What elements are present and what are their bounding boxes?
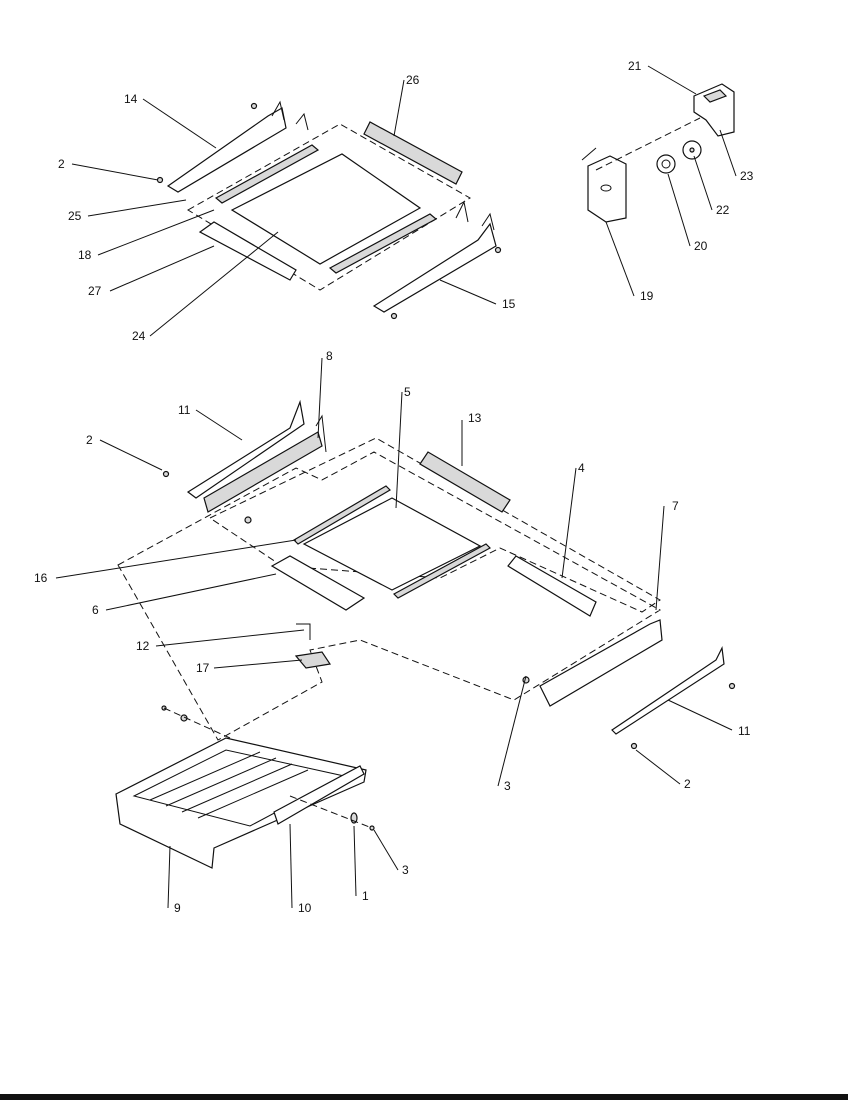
glass-shelf-5	[302, 497, 482, 591]
label-5: 5	[404, 385, 411, 399]
inner-shelf-outline	[208, 437, 661, 613]
label-11-right: 11	[738, 724, 751, 738]
label-6: 6	[92, 603, 99, 617]
trim-strip-18	[214, 144, 320, 204]
rail-7	[539, 619, 663, 707]
trim-strip-16	[293, 485, 391, 545]
label-25: 25	[68, 209, 82, 223]
label-19: 19	[640, 289, 654, 303]
label-7: 7	[672, 499, 679, 513]
label-10: 10	[298, 901, 312, 915]
screw-2	[156, 176, 164, 184]
label-11: 11	[178, 403, 191, 417]
label-2: 2	[58, 157, 65, 171]
label-3-main: 3	[504, 779, 511, 793]
label-2-main: 2	[86, 433, 93, 447]
bracket-slot	[702, 89, 728, 103]
screw	[728, 682, 736, 690]
label-13: 13	[468, 411, 482, 425]
label-24: 24	[132, 329, 146, 343]
label-14: 14	[124, 92, 138, 106]
clip-17	[294, 651, 332, 669]
shelf-rail-11-left	[186, 399, 305, 499]
front-trim-6	[270, 555, 366, 611]
label-17: 17	[196, 661, 210, 675]
main-shelf-outline	[117, 451, 661, 741]
rear-trim-26	[363, 121, 463, 185]
shelf-rail-11-right	[611, 645, 725, 735]
drawer-9	[115, 737, 367, 869]
mounting-plate-19	[587, 155, 627, 223]
label-4: 4	[578, 461, 585, 475]
label-8: 8	[326, 349, 333, 363]
label-15: 15	[502, 297, 516, 311]
label-2-right: 2	[684, 777, 691, 791]
label-26: 26	[406, 73, 420, 87]
screw-2	[630, 742, 638, 750]
trim-strip	[393, 543, 491, 599]
label-9: 9	[174, 901, 181, 915]
label-1: 1	[362, 889, 369, 903]
nut	[244, 516, 252, 524]
trim-strip-rear	[328, 213, 438, 274]
bracket-assembly	[581, 83, 735, 223]
main-shelf-assembly	[117, 399, 736, 750]
label-20: 20	[694, 239, 708, 253]
front-trim-27	[198, 221, 297, 281]
label-27: 27	[88, 284, 102, 298]
bottom-border	[0, 1094, 848, 1100]
leader-lines	[55, 65, 737, 909]
label-22: 22	[716, 203, 730, 217]
screw-2	[162, 470, 170, 478]
label-18: 18	[78, 248, 92, 262]
label-23: 23	[740, 169, 754, 183]
trim-4	[507, 555, 597, 617]
label-3-drawer: 3	[402, 863, 409, 877]
cam-20	[656, 154, 676, 174]
label-21: 21	[628, 59, 642, 73]
top-shelf-assembly	[156, 100, 502, 320]
screw	[250, 102, 258, 110]
part-labels: 14 2 25 18 27 24 26 15 21 23 22 20 19 8 …	[34, 59, 754, 915]
screw	[494, 246, 502, 254]
rear-trim-13	[419, 451, 511, 513]
rail-8	[203, 431, 323, 513]
shelf-rail-14	[166, 107, 287, 193]
support-12	[296, 623, 311, 640]
label-12: 12	[136, 639, 150, 653]
glass-shelf-24	[230, 153, 422, 265]
label-16: 16	[34, 571, 48, 585]
drawer-rail-10	[273, 765, 365, 825]
screw	[390, 312, 398, 320]
drawer-assembly	[115, 705, 375, 869]
shelf-rail-15	[372, 222, 497, 313]
